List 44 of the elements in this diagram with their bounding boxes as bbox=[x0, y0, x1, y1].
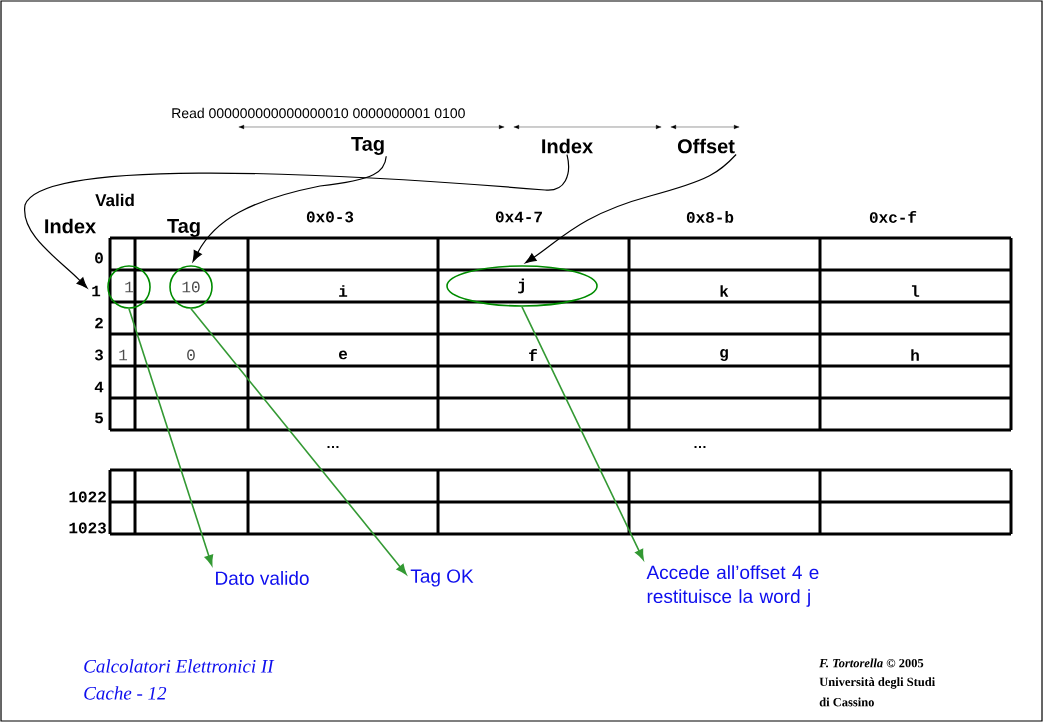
footer-text: F. Tortorella © 2005 bbox=[819, 658, 924, 668]
cell-value: h bbox=[911, 349, 919, 361]
column-header: 0x8-b bbox=[686, 211, 734, 223]
row-number: 2 bbox=[95, 317, 103, 329]
ellipsis: … bbox=[694, 445, 706, 449]
column-header: Index bbox=[45, 218, 96, 234]
footer-text: Università degli Studi bbox=[819, 677, 935, 689]
callout-text: Dato valido bbox=[216, 571, 309, 585]
arrow bbox=[192, 155, 387, 262]
arrow bbox=[525, 153, 737, 264]
footer-text: Calcolatori Elettronici II bbox=[84, 659, 275, 673]
arrow bbox=[521, 306, 644, 560]
row-number: 4 bbox=[94, 381, 104, 393]
arrow bbox=[24, 153, 570, 289]
footer-text: Cache - 12 bbox=[84, 686, 167, 700]
cell-value: 1 bbox=[119, 349, 128, 361]
cell-value: g bbox=[720, 349, 728, 361]
callout-text: Tag OK bbox=[410, 569, 474, 587]
column-header: 0x0-3 bbox=[306, 211, 354, 223]
cell-value: i bbox=[339, 285, 348, 297]
cell-value: f bbox=[529, 349, 537, 361]
field-label: Tag bbox=[351, 137, 384, 155]
cell-value: 0 bbox=[187, 349, 195, 361]
field-label: Offset bbox=[677, 138, 735, 154]
ellipsis: … bbox=[327, 445, 339, 449]
arrow bbox=[190, 307, 407, 575]
column-header: 0x4-7 bbox=[495, 211, 542, 223]
row-number: 3 bbox=[94, 349, 103, 361]
address-bits: Read 000000000000000010 0000000001 0100 bbox=[172, 107, 465, 119]
cell-value: k bbox=[720, 285, 729, 297]
column-header: Tag bbox=[167, 219, 200, 237]
cell-value: e bbox=[339, 350, 347, 360]
callout-text: Accede all’offset 4 e restituisce la word j bbox=[646, 565, 819, 607]
row-number: 1022 bbox=[69, 491, 106, 503]
row-number: 1023 bbox=[69, 522, 106, 534]
cell-value: l bbox=[911, 285, 920, 297]
field-label: Index bbox=[542, 138, 593, 154]
arrow bbox=[128, 307, 214, 566]
column-header: Valid bbox=[95, 193, 134, 207]
row-number: 5 bbox=[95, 412, 103, 424]
row-number: 1 bbox=[92, 285, 101, 297]
row-number: 0 bbox=[95, 252, 103, 264]
footer-text: di Cassino bbox=[819, 697, 874, 707]
column-header: 0xc-f bbox=[869, 211, 917, 223]
